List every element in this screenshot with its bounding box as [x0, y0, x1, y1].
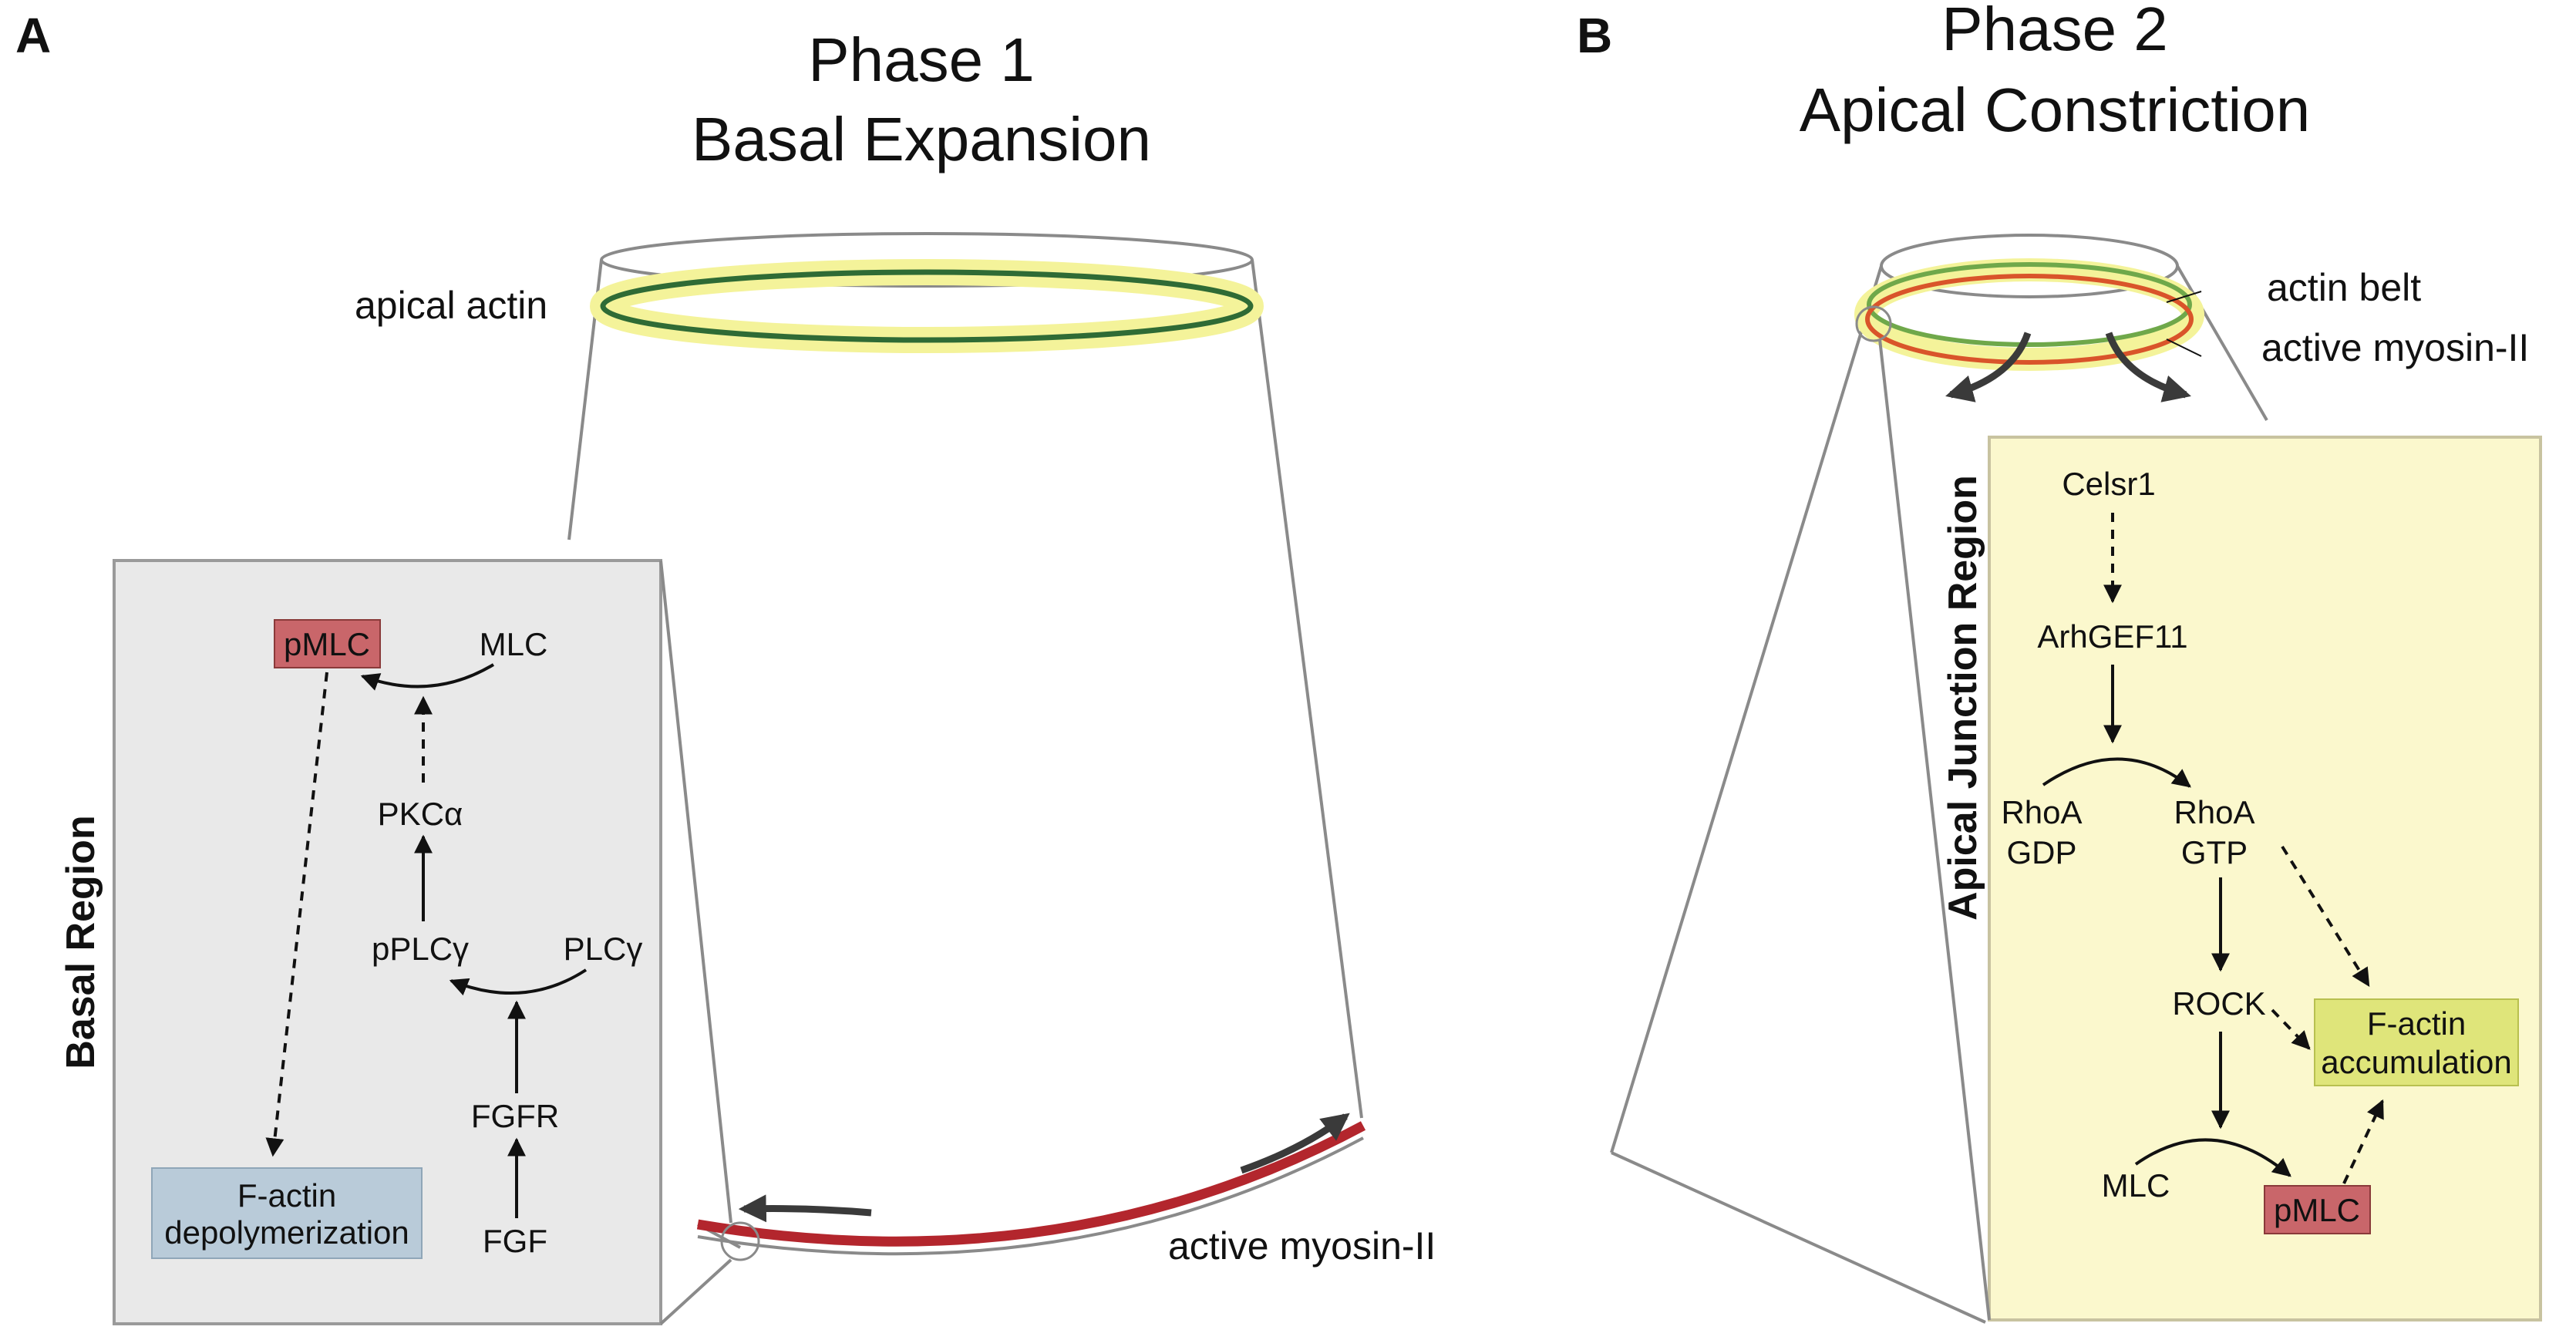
rhoa-gdp-line1: RhoA: [2001, 794, 2082, 830]
rotation-arrow-belt-left: [1945, 332, 2032, 402]
zoom-circle-basal: [720, 1221, 760, 1261]
rock-node: ROCK: [2172, 985, 2265, 1022]
factin-depoly-line1: F-actin: [237, 1177, 336, 1214]
constricting-cell-outline: [1610, 234, 2500, 1324]
apical-actin-label: apical actin: [355, 284, 547, 327]
mlc-to-pmlc-arrow-b: [2134, 1138, 2291, 1177]
basal-myosin-label: active myosin-II: [1168, 1224, 1436, 1268]
basal-region-label: Basal Region: [59, 815, 103, 1069]
pmlc-box-a: [274, 619, 381, 668]
pmlc-to-factin-arrow-b: [2342, 1099, 2384, 1184]
plcg-node: PLCγ: [564, 931, 643, 967]
plcg-to-pplcg-arrow: [449, 968, 588, 996]
factin-accumulation-box: [2314, 998, 2519, 1086]
rotation-arrow-left: [738, 1194, 872, 1223]
apical-actin-ring: [590, 259, 1264, 353]
mlc-node-a: MLC: [480, 626, 548, 662]
factin-depolymerization-box: [151, 1167, 423, 1259]
mlc-to-pmlc-arrow: [360, 663, 495, 691]
apical-junction-region-label: Apical Junction Region: [1941, 475, 1985, 921]
rock-to-factin-arrow: [2271, 1008, 2311, 1050]
basal-pathway: pMLC MLC PKCα pPLCγ PLCγ FGFR FGF F-acti…: [151, 619, 643, 1259]
basal-myosin-arc: [696, 1113, 1366, 1261]
panel-a-letter: A: [15, 8, 51, 63]
pmlc-box-b: [2264, 1185, 2371, 1234]
rotation-arrow-right: [1240, 1113, 1350, 1174]
rhoa-gtp-line1: RhoA: [2174, 794, 2254, 830]
panel-b-title-line2: Apical Constriction: [1800, 76, 2311, 144]
active-myosin-label-b: active myosin-II: [2261, 326, 2529, 369]
rotation-arrow-belt-right: [2105, 332, 2191, 402]
basal-cell-outline: [567, 232, 1363, 1249]
pmlc-node-a: pMLC: [284, 626, 370, 662]
panel-b: B Phase 2 Apical Constriction actin belt…: [1577, 0, 2542, 1324]
pmlc-to-factin-arrow: [265, 672, 328, 1157]
arhgef11-node: ArhGEF11: [2037, 618, 2187, 655]
panel-a: A Phase 1 Basal Expansion apical actin a…: [15, 8, 1436, 1325]
factin-depoly-line2: depolymerization: [164, 1214, 409, 1251]
fgf-node: FGF: [483, 1223, 547, 1259]
gtp-to-factin-arrow: [2281, 845, 2370, 988]
gdp-to-gtp-arrow: [2042, 757, 2191, 788]
factin-accum-line2: accumulation: [2321, 1044, 2511, 1080]
mlc-node-b: MLC: [2102, 1167, 2170, 1204]
actin-belt-label: actin belt: [2267, 266, 2421, 309]
pmlc-node-b: pMLC: [2274, 1192, 2360, 1228]
zoom-circle-apical: [1855, 305, 1892, 342]
fgfr-node: FGFR: [471, 1098, 559, 1134]
pplcg-node: pPLCγ: [372, 931, 469, 967]
apical-pathway: Celsr1 ArhGEF11 RhoA GDP RhoA GTP ROCK F…: [2001, 466, 2519, 1234]
panel-a-title-line1: Phase 1: [808, 25, 1035, 94]
pkca-node: PKCα: [378, 796, 463, 832]
rhoa-gdp-line2: GDP: [2006, 834, 2076, 870]
apical-junction-box: [1878, 338, 2542, 1321]
panel-b-title-line1: Phase 2: [1941, 0, 2168, 63]
apical-belt-rings: [1854, 258, 2204, 402]
factin-accum-line1: F-actin: [2367, 1005, 2466, 1042]
celsr1-node: Celsr1: [2062, 466, 2155, 502]
panel-a-title-line2: Basal Expansion: [692, 105, 1151, 173]
rhoa-gtp-line2: GTP: [2181, 834, 2248, 870]
panel-b-letter: B: [1577, 8, 1612, 63]
